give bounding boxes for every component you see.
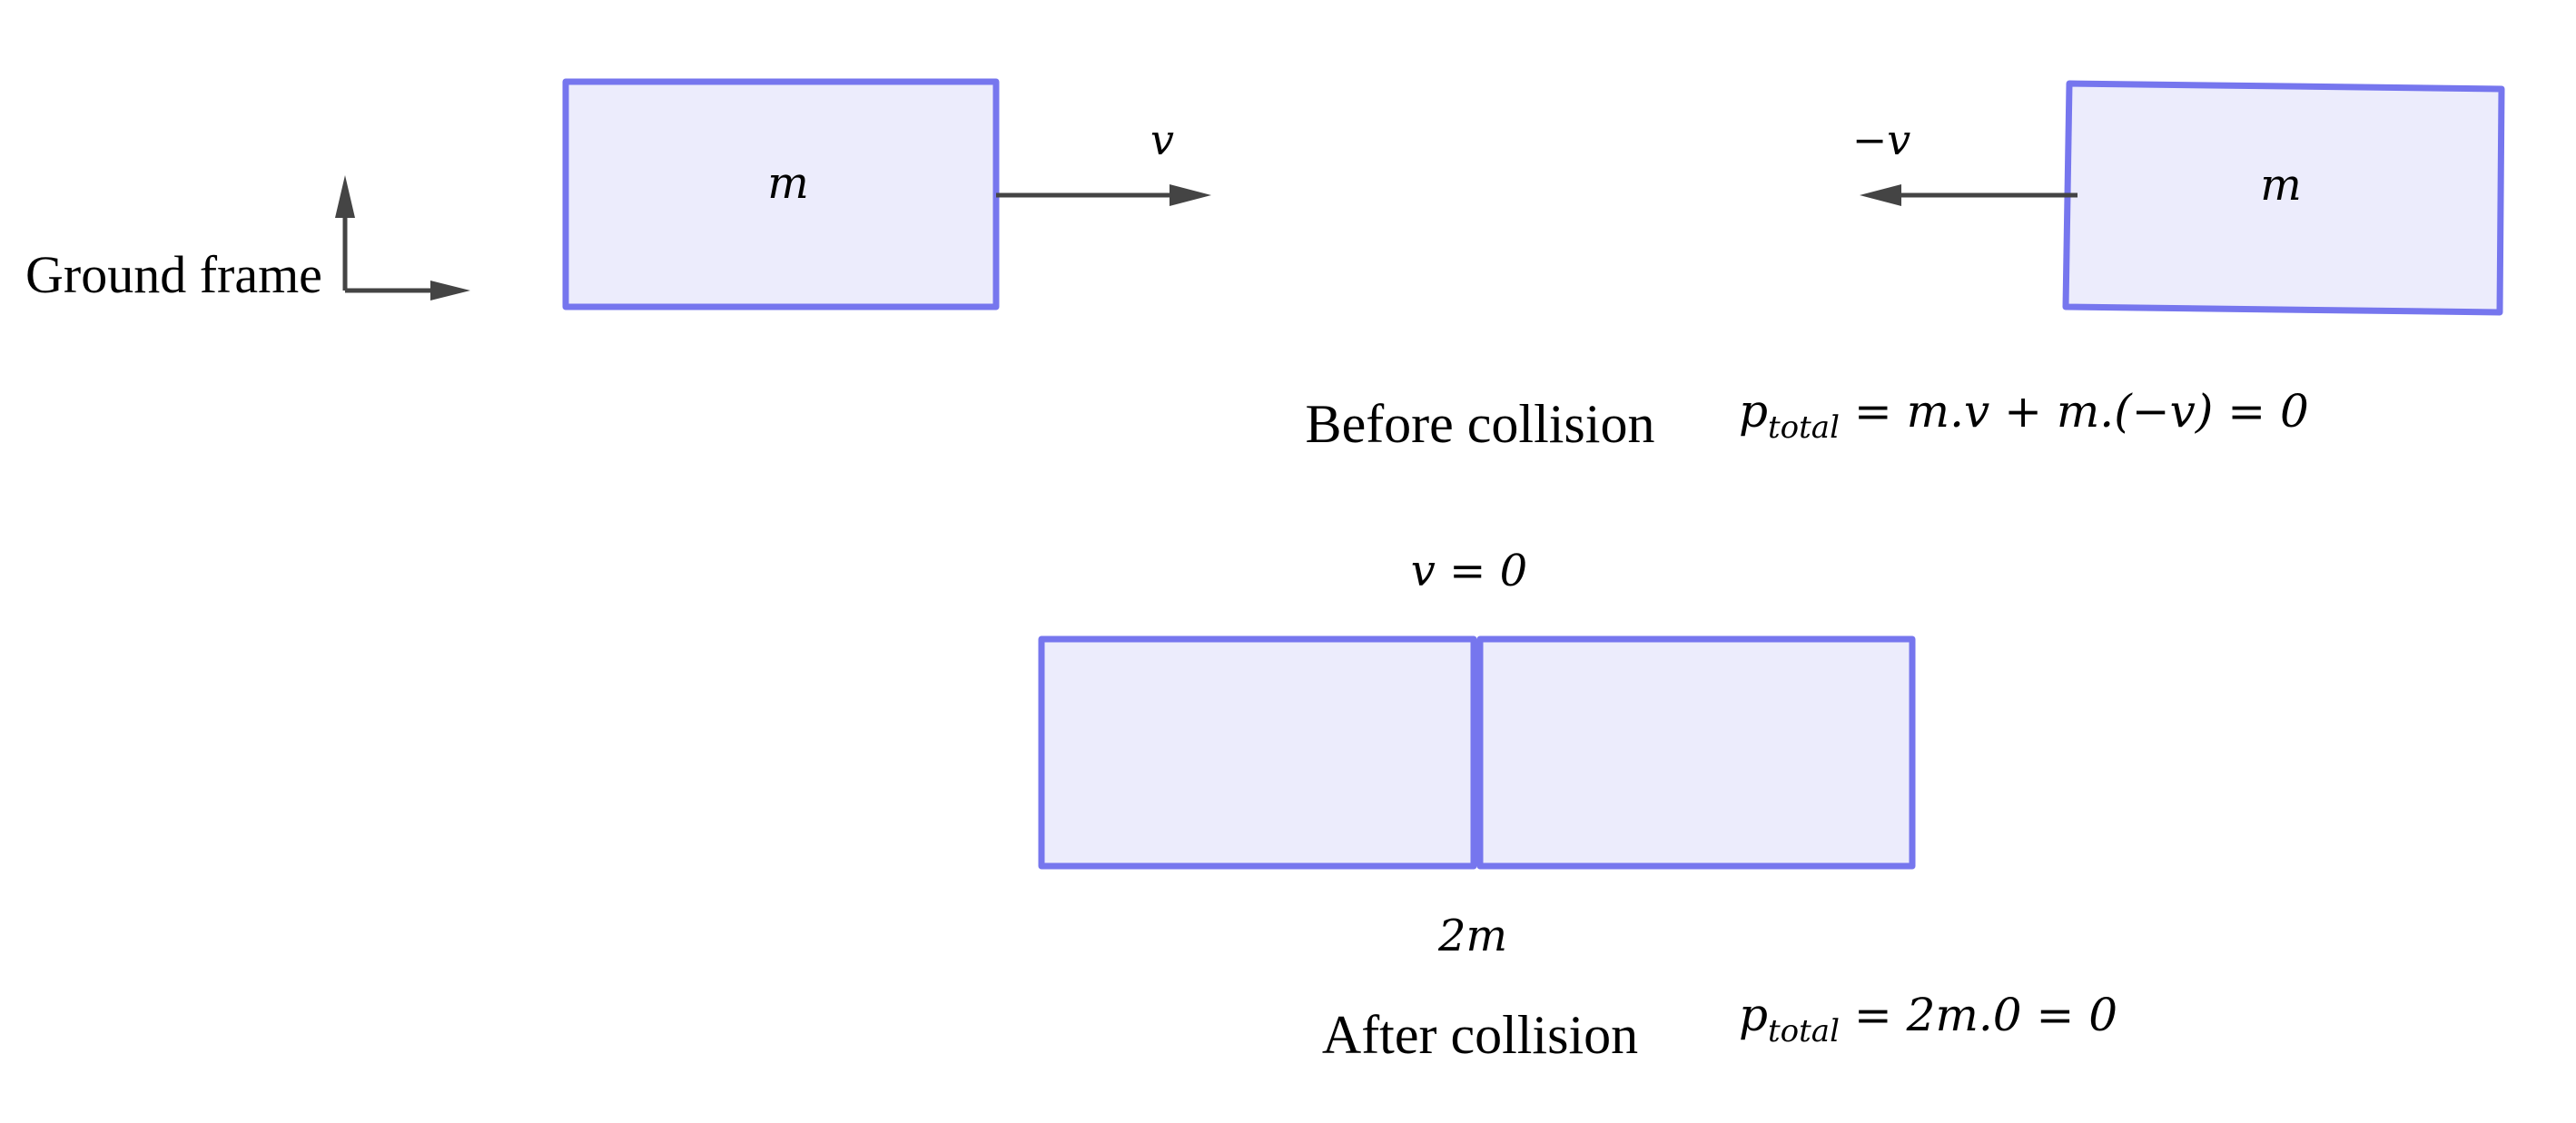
after-collision-caption: After collision	[1322, 1005, 1638, 1065]
ground-frame-label: Ground frame	[25, 245, 322, 304]
right-velocity-arrow	[1860, 184, 2078, 206]
after-momentum-equation: ptotal = 2m.0 = 0	[1739, 989, 2117, 1049]
left-block-mass: m	[767, 158, 809, 209]
before-momentum-rhs: = m.v + m.(−v) = 0	[1840, 385, 2309, 438]
left-velocity-arrow	[996, 184, 1211, 206]
after-momentum-rhs: = 2m.0 = 0	[1840, 989, 2117, 1041]
frame-x-arrowhead	[430, 281, 470, 300]
left-velocity-arrowhead	[1170, 184, 1211, 206]
after-momentum-sub: total	[1768, 1013, 1840, 1049]
left-velocity-label: v	[1150, 115, 1174, 164]
combined-mass-label: 2m	[1437, 911, 1507, 961]
right-velocity-label: −v	[1852, 115, 1911, 164]
before-momentum-p: p	[1739, 385, 1768, 438]
before-collision-caption: Before collision	[1306, 394, 1655, 454]
left-block	[562, 78, 1000, 310]
before-momentum-equation: ptotal = m.v + m.(−v) = 0	[1739, 385, 2309, 446]
combined-block-right-half	[1476, 635, 1916, 870]
right-block-mass: m	[2260, 160, 2302, 211]
right-velocity-arrowhead	[1860, 184, 1901, 206]
frame-y-arrowhead	[335, 175, 355, 218]
before-momentum-sub: total	[1768, 409, 1840, 446]
ground-frame-axes	[335, 175, 470, 300]
after-momentum-p: p	[1739, 989, 1768, 1041]
combined-block	[1038, 635, 1916, 870]
after-velocity-label: v = 0	[1411, 546, 1527, 596]
right-block	[2062, 80, 2505, 316]
combined-block-left-half	[1038, 635, 1477, 870]
